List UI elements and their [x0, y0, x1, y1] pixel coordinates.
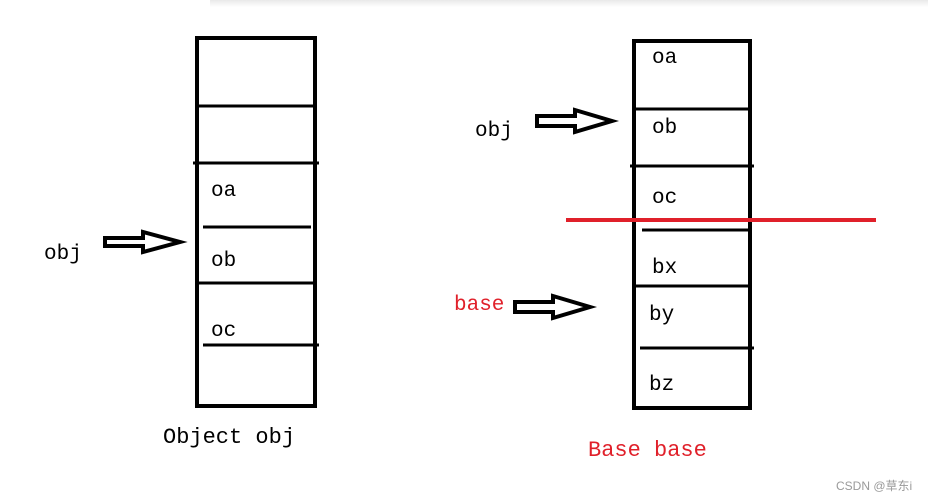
object-pointer-arrow: [103, 229, 188, 255]
base-obj-pointer-label: obj: [475, 120, 513, 143]
object-cell-ob: ob: [211, 250, 236, 273]
object-cell-oa: oa: [211, 180, 236, 203]
base-block-outline: [632, 39, 752, 410]
base-cell-bz: bz: [649, 374, 674, 397]
base-cell-oa: oa: [652, 47, 677, 70]
base-cell-bx: bx: [652, 257, 677, 280]
object-pointer-label: obj: [44, 243, 82, 266]
base-memory-block: oa ob oc bx by bz obj base Base base: [454, 39, 876, 463]
base-cell-by: by: [649, 304, 674, 327]
base-pointer-label: base: [454, 294, 504, 317]
base-cell-ob: ob: [652, 117, 677, 140]
base-pointer-arrow: [513, 293, 598, 321]
base-cell-oc: oc: [652, 187, 677, 210]
watermark: CSDN @草东i: [836, 479, 912, 493]
object-memory-block: oa ob oc obj Object obj: [44, 36, 319, 450]
base-obj-pointer-arrow: [535, 107, 620, 135]
object-cell-oc: oc: [211, 320, 236, 343]
object-block-outline: [195, 36, 317, 408]
base-caption: Base base: [588, 438, 707, 463]
top-shadow-bar: [210, 0, 928, 7]
object-caption: Object obj: [163, 425, 295, 450]
